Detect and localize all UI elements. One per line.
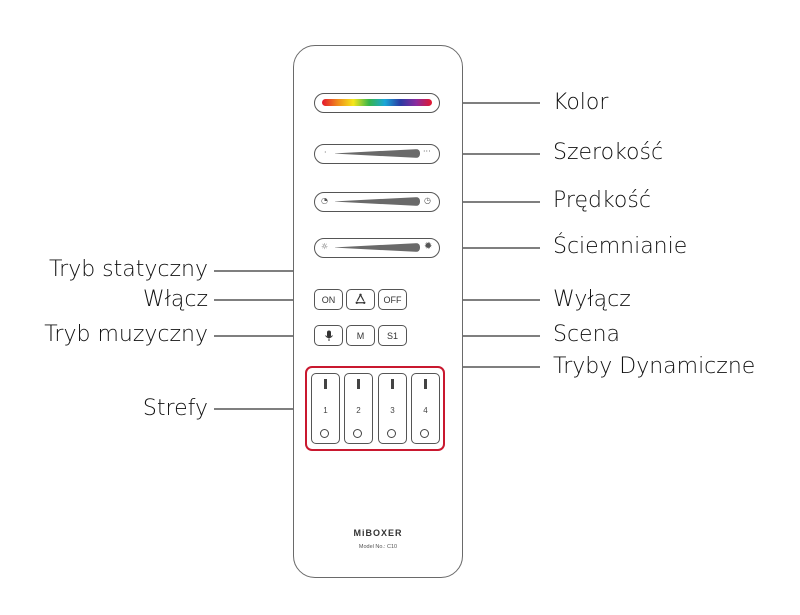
zone-button-2[interactable]: 2	[344, 373, 373, 444]
zone-button-3[interactable]: 3	[378, 373, 407, 444]
dots-icon: ···	[423, 147, 431, 156]
zone-button-4[interactable]: 4	[411, 373, 440, 444]
label-predkosc: Prędkość	[553, 188, 651, 213]
remote-body	[293, 45, 463, 578]
label-scena: Scena	[553, 322, 621, 347]
static-mode-button[interactable]	[346, 289, 375, 310]
sun-bright-icon: ✹	[424, 241, 433, 252]
zone-on-icon	[424, 379, 427, 389]
dot-small-icon: ·	[324, 148, 327, 157]
brand-logo: MiBOXER	[353, 528, 403, 538]
zone-off-icon	[387, 429, 396, 438]
s1-button-label: S1	[386, 330, 398, 341]
slider-wedge	[335, 149, 420, 158]
zone-off-icon	[320, 429, 329, 438]
zone-button-1[interactable]: 1	[311, 373, 340, 444]
slider-wedge	[335, 243, 420, 252]
zone-number: 3	[390, 406, 395, 415]
zone-on-icon	[391, 379, 394, 389]
slider-wedge	[335, 197, 420, 206]
off-button[interactable]: OFF	[378, 289, 407, 310]
sun-dim-icon: ☼	[321, 242, 329, 251]
off-button-label: OFF	[383, 294, 402, 305]
label-szerokosc: Szerokość	[553, 140, 664, 165]
label-wlacz: Włącz	[142, 287, 208, 312]
color-slider[interactable]	[314, 93, 440, 113]
music-mode-button[interactable]	[314, 325, 343, 346]
zone-number: 4	[423, 406, 428, 415]
label-kolor: Kolor	[553, 90, 609, 115]
label-wylacz: Wyłącz	[553, 287, 631, 312]
model-number: Model No.: C10	[358, 544, 398, 550]
microphone-icon	[324, 330, 333, 341]
label-sciemnianie: Ściemnianie	[553, 234, 688, 259]
zone-number: 1	[323, 406, 328, 415]
rainbow-gradient	[322, 99, 432, 106]
m-button-label: M	[356, 330, 365, 341]
zone-off-icon	[420, 429, 429, 438]
label-tryb-statyczny: Tryb statyczny	[48, 257, 208, 282]
on-button-label: ON	[321, 294, 336, 305]
cycle-arrows-icon	[355, 293, 366, 304]
zone-on-icon	[357, 379, 360, 389]
label-tryby-dynamiczne: Tryby Dynamiczne	[553, 354, 756, 379]
speed-slow-icon: ◔	[321, 196, 328, 205]
label-strefy: Strefy	[142, 396, 208, 421]
on-button[interactable]: ON	[314, 289, 343, 310]
zones-highlight	[305, 366, 445, 451]
label-tryb-muzyczny: Tryb muzyczny	[44, 322, 208, 347]
brightness-slider[interactable]: ☼ ✹	[314, 238, 440, 258]
dynamic-mode-button[interactable]: M	[346, 325, 375, 346]
zone-on-icon	[324, 379, 327, 389]
width-slider[interactable]: · ···	[314, 144, 440, 164]
zone-number: 2	[356, 406, 361, 415]
zone-off-icon	[353, 429, 362, 438]
speed-slider[interactable]: ◔ ◷	[314, 192, 440, 212]
speed-fast-icon: ◷	[424, 196, 431, 205]
scene-button[interactable]: S1	[378, 325, 407, 346]
